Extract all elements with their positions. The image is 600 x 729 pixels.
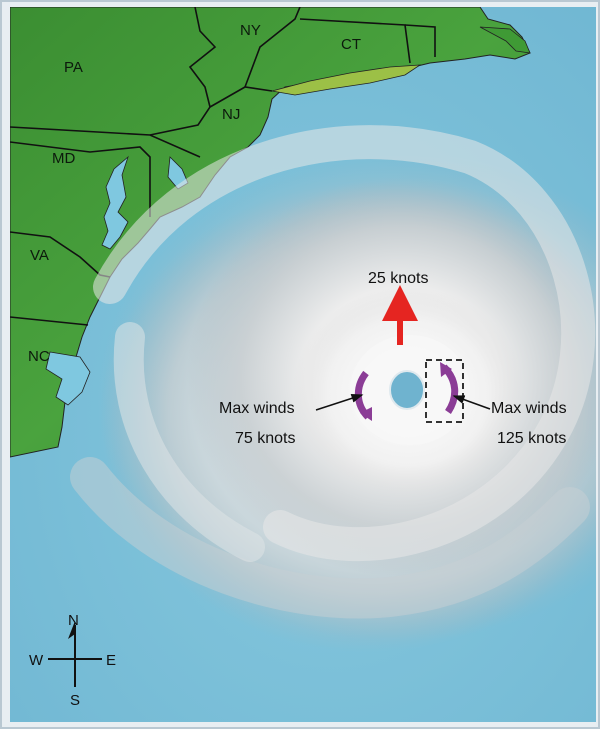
rotation-arrowhead-right bbox=[440, 362, 452, 377]
left-max-winds-label: Max winds bbox=[219, 400, 295, 417]
hurricane-satellite-map bbox=[10, 7, 596, 722]
state-label-nc: NC bbox=[28, 348, 50, 365]
compass-north: N bbox=[68, 612, 79, 629]
rotation-arrowhead-left bbox=[360, 407, 372, 421]
leader-left bbox=[315, 393, 364, 411]
forward-speed-label: 25 knots bbox=[368, 270, 429, 287]
chesapeake-bay bbox=[101, 155, 129, 250]
right-max-winds-label: Max winds bbox=[491, 400, 567, 417]
compass-rose bbox=[48, 621, 102, 687]
compass-east: E bbox=[106, 652, 117, 669]
compass-south: S bbox=[70, 692, 81, 709]
state-label-va: VA bbox=[30, 247, 49, 264]
right-max-winds-value: 125 knots bbox=[497, 430, 567, 447]
pamlico-sound bbox=[45, 351, 91, 406]
state-label-md: MD bbox=[52, 150, 76, 167]
hurricane-eye bbox=[389, 370, 425, 410]
state-label-pa: PA bbox=[64, 59, 83, 76]
state-label-nj: NJ bbox=[222, 106, 241, 123]
state-label-ny: NY bbox=[240, 22, 261, 39]
state-label-ct: CT bbox=[341, 36, 361, 53]
long-island bbox=[271, 64, 422, 96]
left-max-winds-value: 75 knots bbox=[235, 430, 296, 447]
compass-west: W bbox=[29, 652, 44, 669]
leader-right bbox=[452, 395, 491, 410]
cape-cod bbox=[479, 26, 531, 54]
hurricane-clouds bbox=[70, 125, 596, 652]
